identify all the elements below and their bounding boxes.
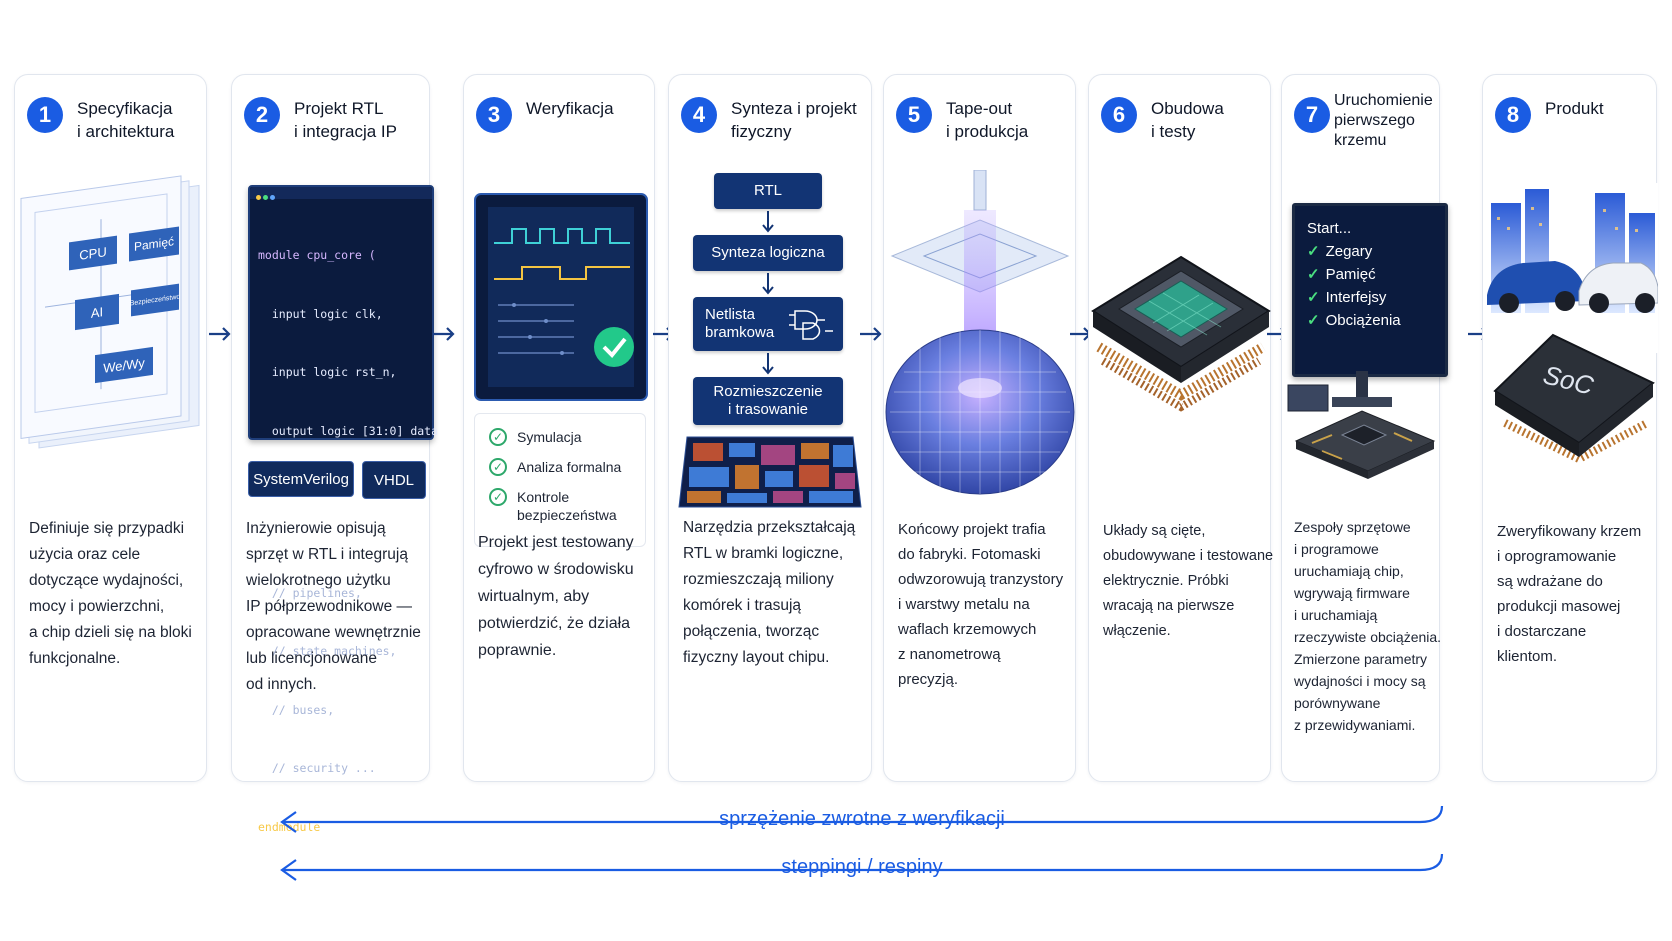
flow-step-rtl: RTL xyxy=(714,173,822,209)
stage-number-badge: 3 xyxy=(476,97,512,133)
code-editor-window: module cpu_core ( input logic clk, input… xyxy=(248,185,438,834)
bringup-monitor: Start... ✓Zegary ✓Pamięć ✓Interfejsy ✓Ob… xyxy=(1292,203,1448,377)
check-circle-icon: ✓ xyxy=(489,458,507,476)
check-circle-icon: ✓ xyxy=(489,488,507,506)
checklist-item: ✓Analiza formalna xyxy=(489,458,645,476)
arrow-right-icon xyxy=(209,327,231,341)
arrow-down-icon xyxy=(762,211,774,233)
check-icon: ✓ xyxy=(1307,243,1320,260)
arrow-right-icon xyxy=(860,327,882,341)
boot-terminal: Start... ✓Zegary ✓Pamięć ✓Interfejsy ✓Ob… xyxy=(1307,220,1401,329)
check-icon: ✓ xyxy=(1307,266,1320,283)
arrow-down-icon xyxy=(762,353,774,375)
city-cars-illustration xyxy=(1483,183,1658,353)
feedback-label-respins: steppingi / respiny xyxy=(781,856,943,878)
window-dot-icon xyxy=(270,195,275,200)
check-icon: ✓ xyxy=(1307,289,1320,306)
window-dot-icon xyxy=(263,195,268,200)
logic-gate-icon xyxy=(789,310,833,340)
arrow-right-icon xyxy=(433,327,455,341)
check-icon: ✓ xyxy=(1307,312,1320,329)
flow-step-synthesis: Synteza logiczna xyxy=(693,235,843,271)
editor-titlebar xyxy=(250,187,432,200)
stage-number-badge: 8 xyxy=(1495,97,1531,133)
code-listing: module cpu_core ( input logic clk, input… xyxy=(258,248,439,834)
chip-layout-illustration xyxy=(678,436,862,508)
arrow-down-icon xyxy=(762,273,774,295)
stage-number-badge: 2 xyxy=(244,97,280,133)
stage-number-badge: 1 xyxy=(27,97,63,133)
packaged-chip-illustration xyxy=(1091,255,1271,412)
feedback-label-verification: sprzężenie zwrotne z weryfikacji xyxy=(719,808,1005,830)
check-icon xyxy=(594,327,634,367)
stage-number-badge: 6 xyxy=(1101,97,1137,133)
dev-board-illustration xyxy=(1287,371,1436,479)
wafer-lithography-illustration xyxy=(885,170,1075,495)
stage-number-badge: 7 xyxy=(1294,97,1330,133)
block-ai: AI xyxy=(75,293,119,331)
waveform-monitor-illustration xyxy=(474,193,648,401)
checklist-item: ✓Symulacja xyxy=(489,428,645,446)
tag-systemverilog: SystemVerilog xyxy=(248,461,354,497)
soc-chip-illustration xyxy=(1493,333,1655,464)
stage-number-badge: 4 xyxy=(681,97,717,133)
stage-card-3: 3 Weryfikacja ✓Symulacja ✓Analiza formal… xyxy=(463,74,655,782)
window-dot-icon xyxy=(256,195,261,200)
layout-cells xyxy=(687,443,855,503)
tag-vhdl: VHDL xyxy=(362,461,426,499)
stage-number-badge: 5 xyxy=(896,97,932,133)
stage-title: Weryfikacja xyxy=(526,99,614,118)
check-circle-icon: ✓ xyxy=(489,428,507,446)
chip-pins xyxy=(1096,342,1266,412)
stage-title: Produkt xyxy=(1545,99,1604,118)
